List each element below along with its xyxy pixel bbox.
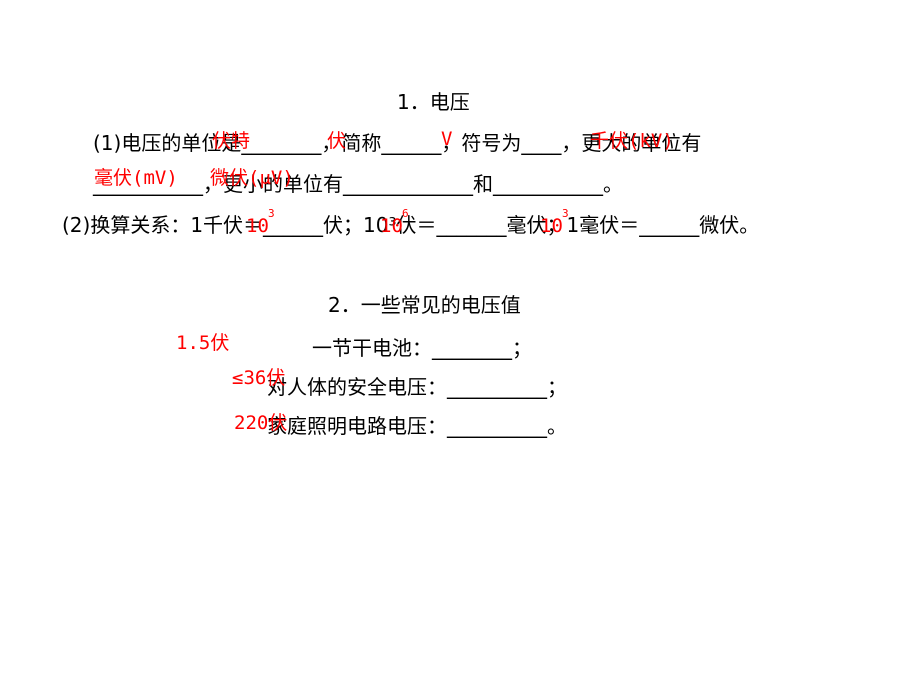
answer-conv3-exp: 3 [562,207,569,220]
answer-symbol: V [441,128,453,150]
answer-conv1-base: 10 [246,215,269,237]
answer-unit: 伏特 [212,130,251,152]
answer-home: 220伏 [234,412,288,434]
section2-line3: 家庭照明电路电压：__________。 [267,414,567,438]
section2-line1: 一节干电池：________； [312,336,532,360]
section1-line1: (1)电压的单位是________，简称______，符号为____，更大的单位… [93,131,702,155]
section2-title: 2．一些常见的电压值 [328,293,521,317]
answer-smaller1: 毫伏(mV) [94,167,178,189]
answer-bigger: 千伏(kV) [590,130,674,152]
answer-conv3-base: 10 [540,215,563,237]
section1-line3: (2)换算关系：1千伏＝______伏；10³伏＝_______毫伏；1毫伏＝_… [62,213,760,237]
answer-battery: 1.5伏 [176,332,230,354]
answer-conv1-exp: 3 [268,207,275,220]
answer-safe: ≤36伏 [232,367,286,389]
answer-smaller2: 微伏(μV) [210,167,294,189]
section1-title: 1．电压 [397,90,470,114]
answer-conv2-base: 10 [380,215,403,237]
section1-line2: ___________，更小的单位有_____________和________… [93,172,623,196]
section2-line2: 对人体的安全电压：__________； [267,375,567,399]
answer-abbr: 伏 [327,130,347,152]
answer-conv2-exp: 6 [402,207,409,220]
